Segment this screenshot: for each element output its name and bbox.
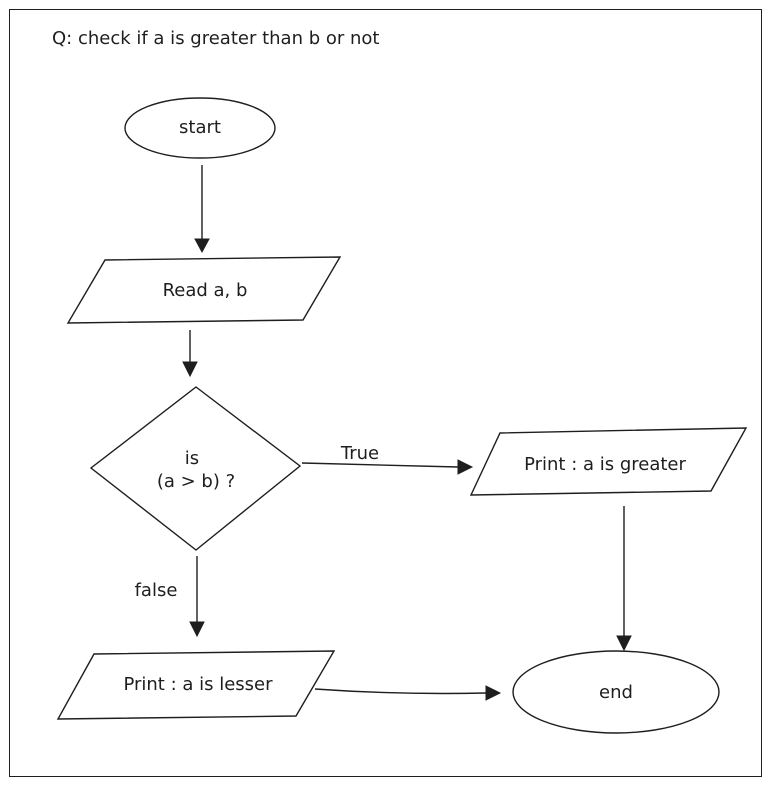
arrow-start-to-read (194, 165, 210, 254)
false-edge-label: false (135, 580, 178, 601)
read-node: Read a, b (66, 256, 342, 324)
arrow-lesser-to-end (314, 685, 502, 701)
end-ellipse (512, 650, 720, 734)
question-title: Q: check if a is greater than b or not (52, 28, 379, 49)
diagram-frame (9, 9, 762, 777)
arrow-read-to-decision (182, 330, 198, 378)
start-node: start (124, 97, 276, 159)
decision-node: is (a > b) ? (89, 386, 302, 551)
arrow-false: false (135, 556, 205, 638)
arrow-greater-to-end (616, 506, 632, 652)
start-label: start (179, 117, 221, 138)
start-ellipse (124, 97, 276, 159)
decision-diamond (89, 386, 302, 551)
print-lesser-node: Print : a is lesser (56, 650, 336, 720)
true-edge-label: True (340, 443, 379, 464)
print-greater-node: Print : a is greater (469, 427, 748, 496)
arrow-true: True (301, 443, 474, 475)
end-label: end (599, 682, 633, 703)
print-lesser-label: Print : a is lesser (123, 674, 273, 695)
print-greater-parallelogram (469, 427, 748, 496)
read-parallelogram (66, 256, 342, 324)
read-label: Read a, b (163, 280, 248, 301)
decision-label-line1: is (185, 448, 199, 469)
print-lesser-parallelogram (56, 650, 336, 720)
decision-label-line2: (a > b) ? (157, 471, 235, 492)
print-greater-label: Print : a is greater (524, 454, 686, 475)
end-node: end (512, 650, 720, 734)
